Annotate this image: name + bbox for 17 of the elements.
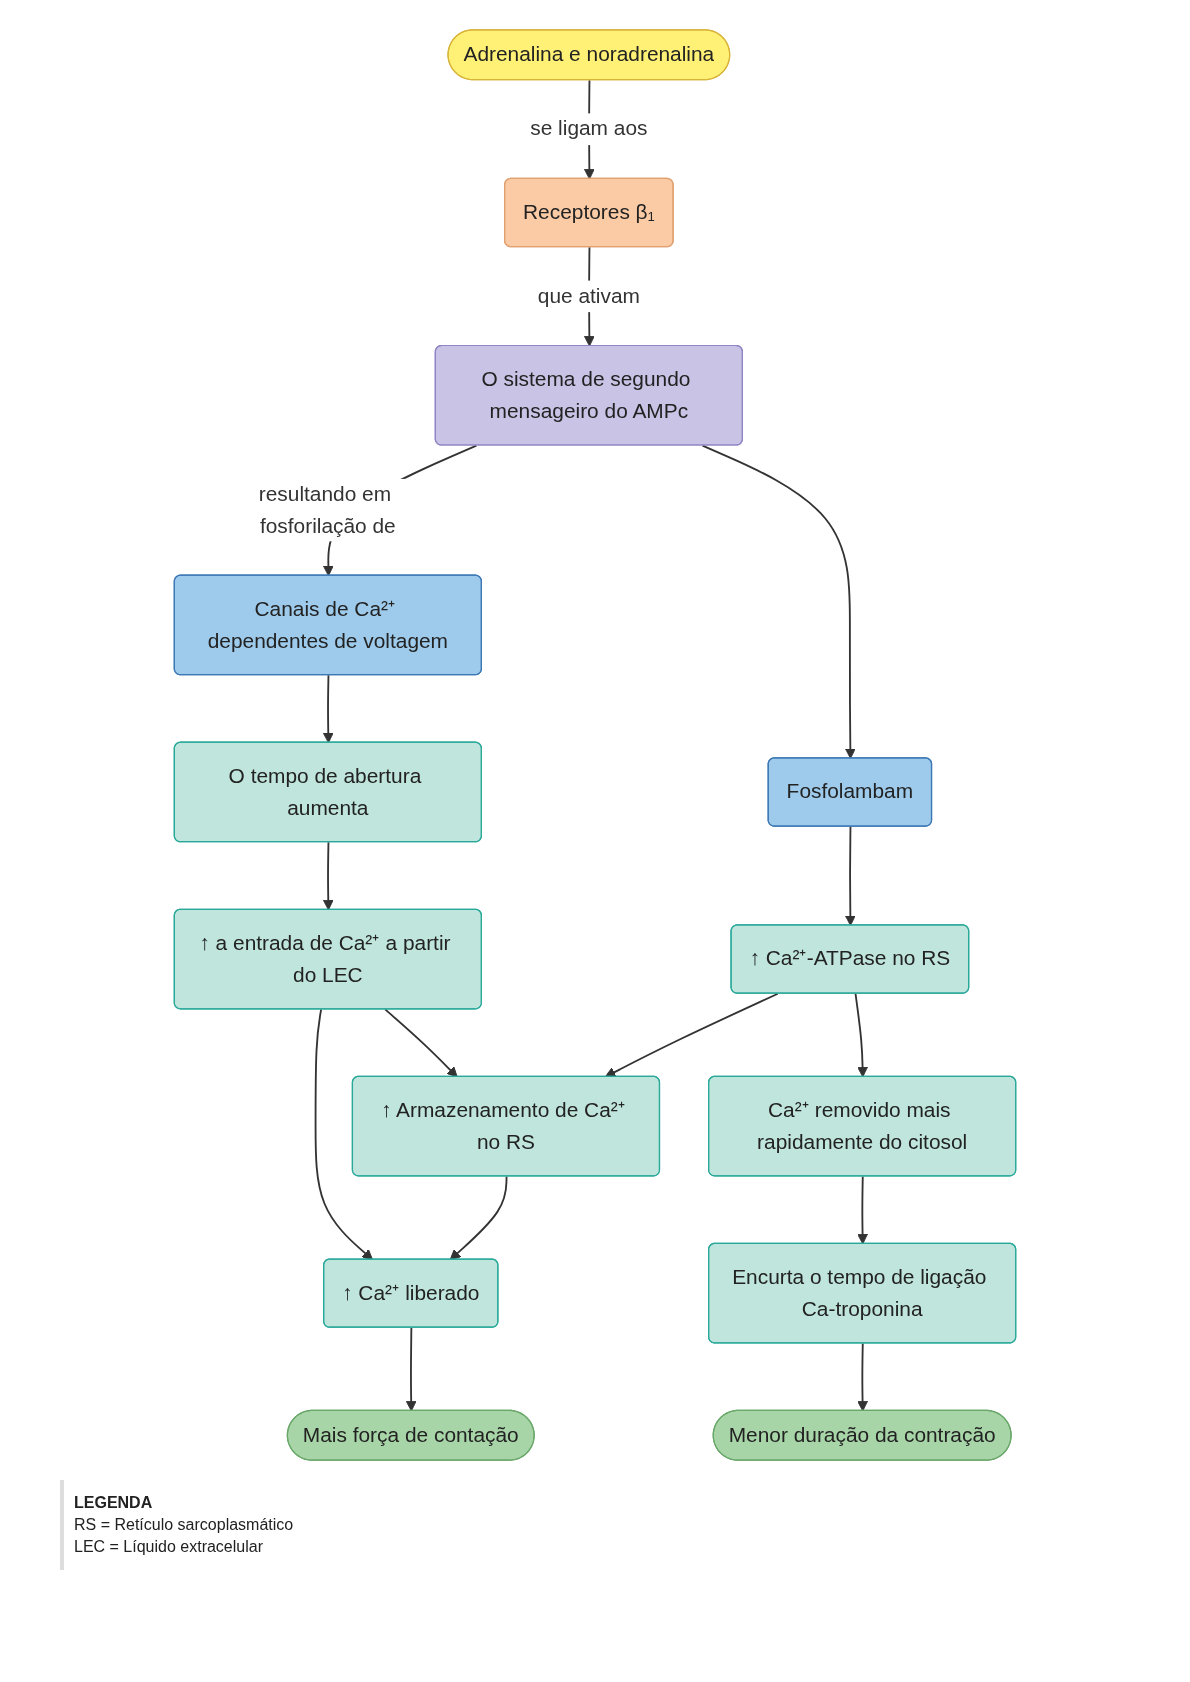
edge-label: se ligam aos bbox=[530, 117, 648, 141]
legend-title: LEGENDA bbox=[74, 1494, 154, 1512]
legend-entry: RS = Retículo sarcoplasmático bbox=[74, 1516, 294, 1534]
arrow bbox=[314, 1008, 373, 1261]
arrow bbox=[701, 444, 856, 759]
arrow bbox=[857, 1342, 868, 1412]
arrow bbox=[857, 1175, 868, 1245]
arrow bbox=[384, 1008, 458, 1078]
arrow bbox=[854, 992, 868, 1078]
legend-entry: LEC = Líquido extracelular bbox=[74, 1538, 264, 1556]
edge-label: que ativam bbox=[537, 284, 640, 308]
edge-label: resultando em fosforilação de bbox=[258, 482, 396, 538]
arrow bbox=[405, 1326, 417, 1412]
arrow bbox=[322, 674, 334, 744]
arrow bbox=[604, 992, 779, 1078]
arrow bbox=[322, 841, 334, 911]
arrow bbox=[449, 1175, 508, 1261]
